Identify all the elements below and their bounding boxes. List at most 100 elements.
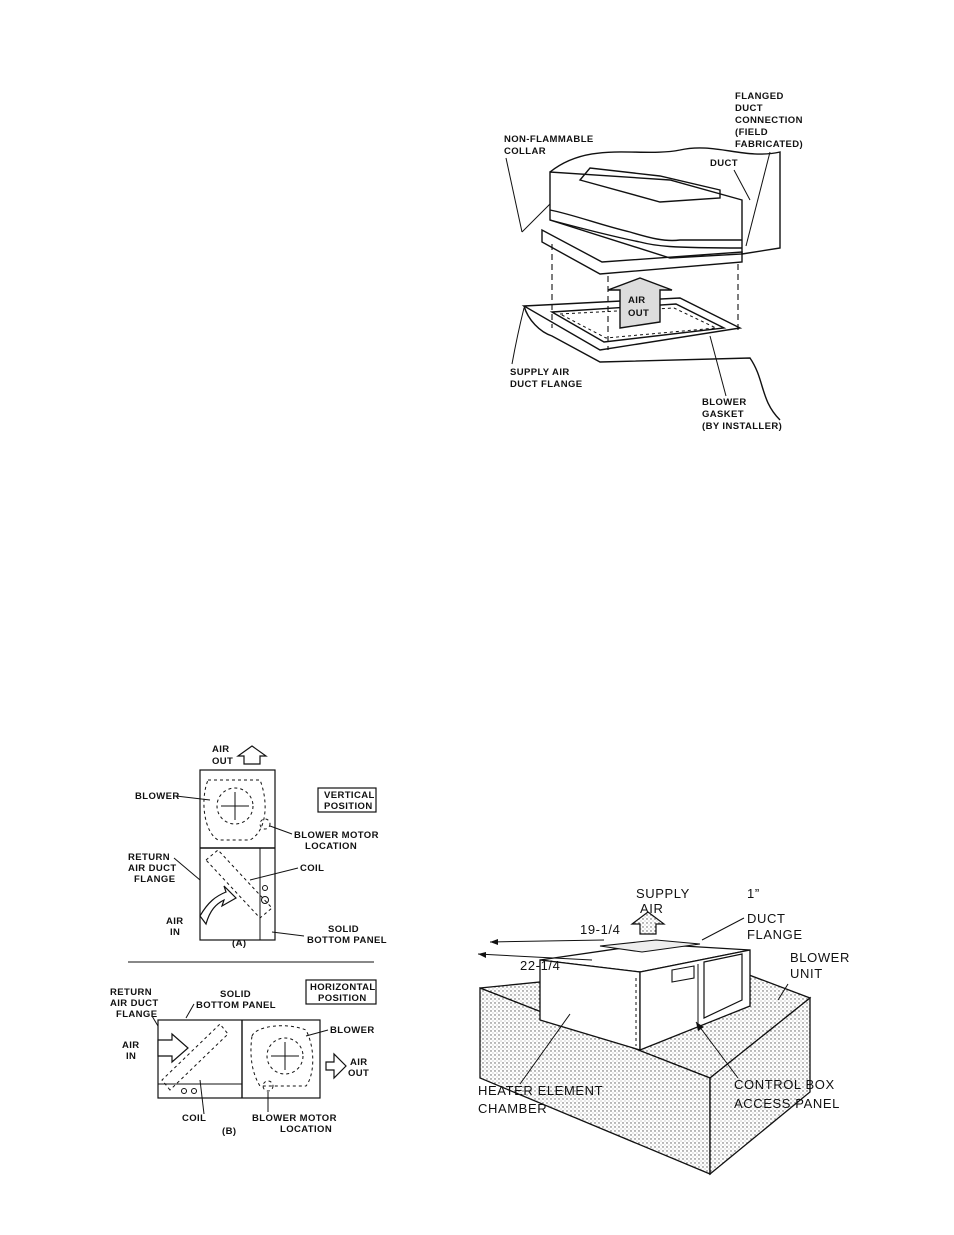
a-vertical-2: POSITION xyxy=(324,801,373,812)
control-box-label-1: CONTROL BOX xyxy=(734,1077,835,1092)
collar-label-1: NON-FLAMMABLE xyxy=(504,134,594,145)
dim-1-label: 19-1/4 xyxy=(580,922,620,937)
dim-arrow-1 xyxy=(490,939,498,945)
collar-leader-2 xyxy=(521,203,551,233)
flanged-label-5: FABRICATED) xyxy=(735,139,803,150)
b-caption: (B) xyxy=(222,1126,236,1137)
gasket-label-1: BLOWER xyxy=(702,397,747,408)
blower-unit-face xyxy=(639,949,751,1051)
duct-flange-label-1: 1” xyxy=(747,886,760,901)
a-motor-label-2: LOCATION xyxy=(305,841,357,852)
b-solid-1: SOLID xyxy=(220,989,251,1000)
b-blower-label: BLOWER xyxy=(330,1025,375,1036)
supply-air-label-2: AIR xyxy=(640,901,663,916)
flanged-label-3: CONNECTION xyxy=(735,115,803,126)
flange-plate xyxy=(541,228,743,275)
blower-unit-leader xyxy=(777,983,789,1001)
a-port-1 xyxy=(262,885,268,891)
b-coil xyxy=(161,1023,229,1091)
a-return-3: FLANGE xyxy=(134,874,175,885)
b-horizontal-position-box xyxy=(305,979,377,1005)
b-coil-leader xyxy=(199,1079,205,1115)
a-air-in-arrow xyxy=(199,885,237,926)
b-air-in-1: AIR xyxy=(122,1040,140,1051)
duct-torn-outline xyxy=(549,147,781,255)
b-air-in-arrow xyxy=(157,1032,189,1064)
a-vertical-1: VERTICAL xyxy=(324,790,375,801)
a-return-leader xyxy=(173,857,201,881)
flanged-label-1: FLANGED xyxy=(735,91,784,102)
access-window xyxy=(671,965,695,983)
b-return-1: RETURN xyxy=(110,987,152,998)
b-air-in-2: IN xyxy=(126,1051,136,1062)
b-port-1 xyxy=(181,1088,187,1094)
b-coil-label: COIL xyxy=(182,1113,206,1124)
supply-air-arrow xyxy=(630,911,666,935)
a-motor xyxy=(259,818,271,830)
b-unit-body xyxy=(157,1019,321,1099)
duct-flange-leader xyxy=(701,917,745,941)
duct-flange-label-2: DUCT xyxy=(747,911,786,926)
a-motor-leader xyxy=(269,825,293,835)
collar-fold-2 xyxy=(549,219,743,249)
b-motor-label-2: LOCATION xyxy=(280,1124,332,1135)
b-return-3: FLANGE xyxy=(116,1009,157,1020)
blower-gasket-outline xyxy=(558,307,718,339)
duct-connection-figure: AIR OUT FLANGED DUCT CONNECTION (FIELD F… xyxy=(480,80,840,440)
a-caption: (A) xyxy=(232,938,246,949)
supply-air-label-1: SUPPLY xyxy=(636,886,690,901)
a-motor-label-1: BLOWER MOTOR xyxy=(294,830,379,841)
b-blower-leader xyxy=(305,1029,329,1037)
control-box-leader-arrow xyxy=(696,1022,704,1031)
heater-chamber-label-2: CHAMBER xyxy=(478,1101,547,1116)
heater-drawing: SUPPLY AIR 1” DUCT FLANGE 19-1/4 22-1/4 … xyxy=(477,886,849,1176)
dim-2-label: 22-1/4 xyxy=(520,958,560,973)
flanged-label-2: DUCT xyxy=(735,103,763,114)
a-air-out-2: OUT xyxy=(212,756,233,767)
a-blower-leader xyxy=(175,795,211,801)
a-blower-label: BLOWER xyxy=(135,791,180,802)
flanged-leader xyxy=(745,151,771,247)
control-box-access-panel xyxy=(703,953,743,1019)
b-return-2: AIR DUCT xyxy=(110,998,159,1009)
b-air-out-arrow xyxy=(325,1052,347,1080)
supply-flange-label-2: DUCT FLANGE xyxy=(510,379,582,390)
duct-label: DUCT xyxy=(710,158,738,169)
air-out-label-1: AIR xyxy=(628,295,646,306)
b-motor-label-1: BLOWER MOTOR xyxy=(252,1113,337,1124)
collar-opening xyxy=(578,167,721,203)
control-box-label-2: ACCESS PANEL xyxy=(734,1096,840,1111)
collar-label-2: COLLAR xyxy=(504,146,546,157)
a-air-in-2: IN xyxy=(170,927,180,938)
b-blower-wheel xyxy=(266,1037,304,1075)
b-horizontal-2: POSITION xyxy=(318,993,367,1004)
b-solid-leader xyxy=(185,1003,195,1019)
a-solid-leader xyxy=(271,931,305,937)
a-solid-1: SOLID xyxy=(328,924,359,935)
a-air-out-arrow xyxy=(236,745,268,765)
blower-unit-label-2: UNIT xyxy=(790,966,823,981)
duct-leader xyxy=(733,169,751,201)
collar-box xyxy=(549,171,743,259)
a-coil-leader xyxy=(249,867,299,881)
a-return-1: RETURN xyxy=(128,852,170,863)
dim-arrow-2 xyxy=(478,952,486,958)
a-blower-wheel xyxy=(216,787,254,825)
a-vertical-position-box xyxy=(317,787,377,813)
a-solid-2: BOTTOM PANEL xyxy=(307,935,387,946)
gasket-label-3: (BY INSTALLER) xyxy=(702,421,782,432)
heater-chamber-leader xyxy=(519,1013,571,1085)
b-return-leader xyxy=(151,1015,159,1027)
dim-line-2 xyxy=(477,953,593,961)
b-air-out-2: OUT xyxy=(348,1068,369,1079)
air-out-label-2: OUT xyxy=(628,308,649,319)
b-solid-2: BOTTOM PANEL xyxy=(196,1000,276,1011)
duct-flange xyxy=(599,939,701,953)
platform-side xyxy=(709,996,811,1176)
air-out-arrow xyxy=(607,277,673,329)
a-blower-housing xyxy=(203,779,266,841)
a-air-in-1: AIR xyxy=(166,916,184,927)
duct-flange-label-3: FLANGE xyxy=(747,927,803,942)
collar-leader-1 xyxy=(505,157,523,233)
dim-line-1 xyxy=(489,939,605,943)
